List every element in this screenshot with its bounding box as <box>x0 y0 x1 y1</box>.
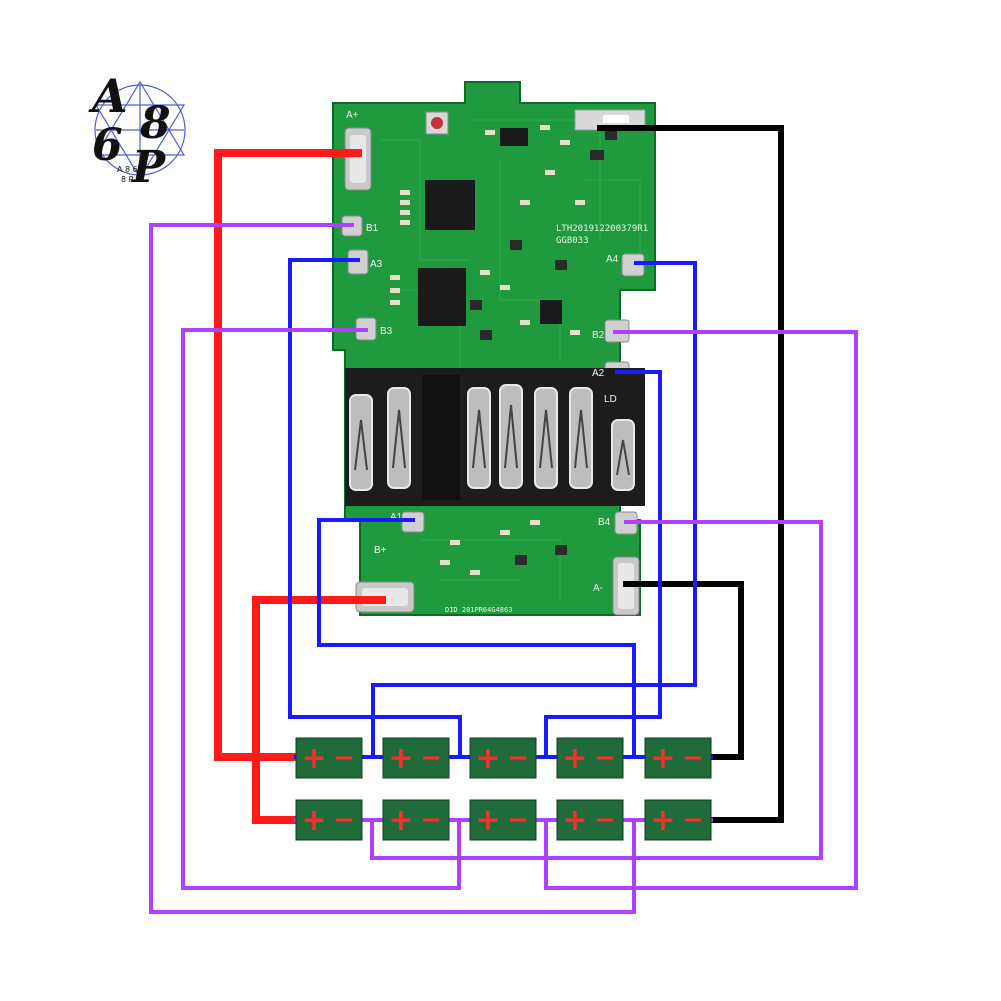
transistors <box>470 130 617 565</box>
brand-logo: A 8 6 P A 8 6 8 P <box>88 69 186 193</box>
battery-cell-body <box>644 737 712 779</box>
cell-minus-sign: − <box>420 805 442 835</box>
battery-cell: +− <box>295 799 363 841</box>
label-a-minus: A- <box>593 583 603 594</box>
cell-minus-sign: − <box>420 743 442 773</box>
cell-plus-sign: + <box>301 803 326 838</box>
silk-bottom-code: DID 201PR64G4863 <box>445 606 512 614</box>
pcb-outline <box>332 81 656 616</box>
label-a4: A4 <box>606 254 619 265</box>
cell-minus-sign: − <box>682 743 704 773</box>
battery-cell: +− <box>382 799 450 841</box>
battery-cell-grid: +−+−+−+−+−+−+−+−+−+− <box>295 737 712 841</box>
silk-code-2: GGB033 <box>556 236 589 246</box>
battery-cell-body <box>644 799 712 841</box>
logo-letter-p: P <box>130 142 167 193</box>
wire-blue-a1 <box>317 518 636 759</box>
label-b2: B2 <box>592 330 605 341</box>
label-a3: A3 <box>370 259 383 270</box>
battery-cell: +− <box>556 737 624 779</box>
battery-cell: +− <box>556 799 624 841</box>
wire-blue-a4 <box>371 261 697 759</box>
cell-plus-sign: + <box>650 803 675 838</box>
ic-chip <box>540 300 562 324</box>
cell-minus-sign: − <box>507 743 529 773</box>
battery-cell: +− <box>295 737 363 779</box>
battery-cell: +− <box>644 737 712 779</box>
cell-plus-sign: + <box>562 741 587 776</box>
ic-chip <box>425 180 475 230</box>
logo-letter-8: 8 <box>139 98 171 149</box>
wire-purple-b2 <box>544 330 858 890</box>
wire-black-a-minus <box>623 581 744 760</box>
label-b-plus: B+ <box>374 545 387 556</box>
battery-cell: +− <box>469 737 537 779</box>
cell-plus-sign: + <box>301 741 326 776</box>
cell-minus-sign: − <box>682 805 704 835</box>
battery-cell-body <box>382 737 450 779</box>
logo-letter-6: 6 <box>92 120 123 171</box>
battery-cell-body <box>469 737 537 779</box>
cell-plus-sign: + <box>650 741 675 776</box>
wire-purple-b1 <box>149 223 636 914</box>
reset-button-cap <box>431 117 443 129</box>
wire-black-top <box>597 125 784 823</box>
ic-chip <box>418 268 466 326</box>
battery-cell-body <box>556 799 624 841</box>
cell-minus-sign: − <box>594 743 616 773</box>
logo-small-top: A 8 6 <box>117 165 138 174</box>
label-a1: A1 <box>390 512 403 523</box>
label-a-plus: A+ <box>346 110 359 121</box>
cell-minus-sign: − <box>507 805 529 835</box>
smd-components <box>390 125 585 575</box>
label-b1: B1 <box>366 223 379 234</box>
label-b3: B3 <box>380 326 393 337</box>
cell-plus-sign: + <box>388 803 413 838</box>
cell-plus-sign: + <box>388 741 413 776</box>
label-ld: LD <box>604 394 617 405</box>
wire-purple-b4 <box>370 520 823 860</box>
ic-chip <box>500 128 528 146</box>
cell-minus-sign: − <box>333 805 355 835</box>
wire-blue-a2 <box>544 370 662 759</box>
battery-cell: +− <box>382 737 450 779</box>
battery-cell-body <box>556 737 624 779</box>
battery-cell-body <box>295 737 363 779</box>
pcb-board: LTH201912200379R1 GGB033 DID 201PR64G486… <box>332 81 656 616</box>
wire-purple-b3 <box>181 328 461 890</box>
terminal-blade-clips <box>354 404 630 476</box>
cell-minus-sign: − <box>594 805 616 835</box>
cell-minus-sign: − <box>333 743 355 773</box>
battery-cell-body <box>469 799 537 841</box>
silk-code-1: LTH201912200379R1 <box>556 224 648 234</box>
battery-cell: +− <box>644 799 712 841</box>
label-a2: A2 <box>592 368 605 379</box>
battery-cell-body <box>295 799 363 841</box>
wires <box>149 125 858 914</box>
logo-small-bottom: 8 P <box>121 175 134 184</box>
cell-plus-sign: + <box>475 741 500 776</box>
logo-letter-a: A <box>88 69 128 123</box>
wire-blue-a3 <box>288 258 462 759</box>
cell-plus-sign: + <box>562 803 587 838</box>
battery-cell-body <box>382 799 450 841</box>
battery-cell: +− <box>469 799 537 841</box>
label-b4: B4 <box>598 517 611 528</box>
cell-plus-sign: + <box>475 803 500 838</box>
terminal-key <box>422 375 460 500</box>
